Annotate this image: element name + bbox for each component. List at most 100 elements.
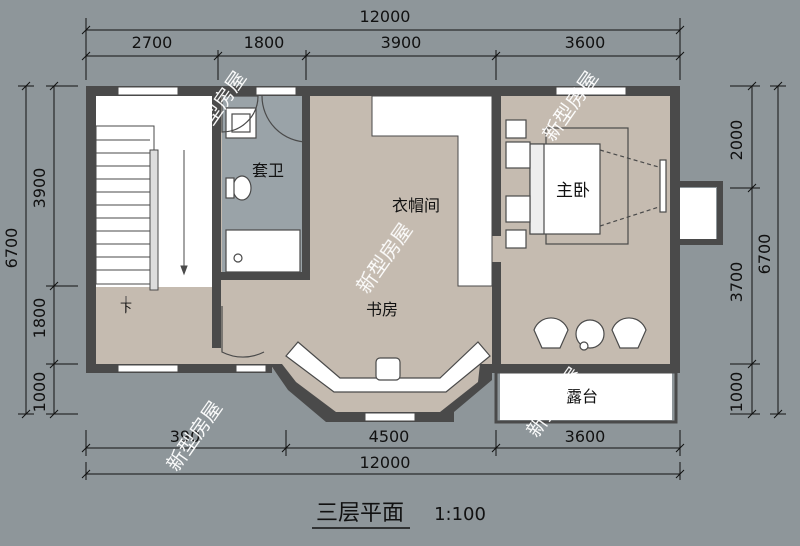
wall-bay-left [270,364,336,422]
wall-top [86,86,680,96]
window-bay [364,412,416,422]
dimension-lines [18,18,786,480]
toilet-icon [232,175,252,201]
stair-rail [149,149,159,291]
dim-left-seg-tick [49,281,59,291]
window-stair-bottom [117,364,179,373]
bedroom-furniture [505,119,667,351]
dim-left-seg-1: 3900 [30,168,49,209]
dim-top-tick [81,25,91,35]
shower-drain-icon [233,253,243,263]
dim-bottom-seg-2: 4500 [369,427,410,446]
dim-top-seg-tick [301,51,311,61]
window-study-left [235,364,267,373]
plan-scale: 1:100 [434,504,486,525]
dim-right-tick [773,409,783,419]
wall-stair-lower [212,296,221,348]
dim-bottom-seg-1: 390 [170,427,201,446]
dim-top-seg-tick [491,51,501,61]
dim-left-seg-tick [49,81,59,91]
plan-title-block: 三层平面 1:100 [312,501,486,529]
bed-headboard [529,143,545,235]
dim-right-seg-1: 2000 [727,120,746,161]
dim-bottom-seg-3: 3600 [565,427,606,446]
bedroom-lamp-bottom [505,229,527,249]
wall-bedroom-left [492,96,501,236]
dim-right-tick [773,81,783,91]
wall-bath-right [302,96,310,276]
dim-right-seg-tick [747,183,757,193]
dim-left-tick [21,409,31,419]
dim-left-tick [21,81,31,91]
nightstand-top [505,141,531,169]
dim-left-seg-3: 1000 [30,372,49,413]
dim-left-seg-tick [49,359,59,369]
armchair-left-icon [533,317,569,349]
dim-bottom-seg-tick [675,443,685,453]
shower-tray [225,229,301,273]
dim-right-total: 6700 [755,234,774,275]
label-terrace: 露台 [566,387,598,406]
dim-bottom-seg-tick [81,443,91,453]
tv-sightline-top [599,149,663,169]
dim-top-total: 12000 [360,7,411,26]
wall-bay-right [440,364,492,422]
windows [117,86,627,422]
dim-bottom-tick [675,469,685,479]
coffee-table-icon [575,319,605,349]
dim-top-seg-tick [81,51,91,61]
window-bedroom [555,86,627,96]
dim-top-seg-4: 3600 [565,33,606,52]
closet-cabinet [371,95,493,287]
toilet-tank [225,177,235,199]
window-stair [117,86,179,96]
dim-bottom-seg-tick [491,443,501,453]
table-lamp-icon [579,341,589,351]
wall-left [86,86,96,372]
wall-bottom-left [86,364,272,373]
dim-bottom-seg-tick [281,443,291,453]
tv-icon [659,159,667,213]
walls [86,86,723,424]
dim-bottom-total: 12000 [360,453,411,472]
dim-left-total: 6700 [2,228,21,269]
dim-bottom-tick [81,469,91,479]
study-door-swing [221,306,265,358]
dimension-texts: 12000 2700 1800 3900 3600 390 4500 3600 … [2,7,774,472]
dim-right-seg-3: 1000 [727,372,746,413]
wash-basin [225,107,257,139]
nightstand-bottom [505,195,531,223]
window-bath [255,86,297,96]
dim-left-seg-2: 1800 [30,298,49,339]
tv-sightline-bottom [599,205,663,227]
room-labels: 套卫 衣帽间 书房 主卧 露台 下 [120,161,598,406]
wash-basin-bowl [231,113,251,133]
wall-bottom-right [490,364,680,373]
desk-counter [285,341,491,393]
label-bathroom: 套卫 [252,161,284,180]
doors [221,95,309,358]
dim-right-seg-tick [747,359,757,369]
dim-left-seg-tick [49,409,59,419]
closet-door-arc [261,95,309,143]
terrace-outline [494,370,678,424]
dim-top-seg-2: 1800 [244,33,285,52]
wall-bedroom-left-2 [492,262,501,364]
label-stair-down: 下 [120,301,132,315]
balcony-box [676,188,716,240]
dim-top-seg-tick [675,51,685,61]
dim-top-seg-3: 3900 [381,33,422,52]
terrace-area [500,372,672,420]
label-closet: 衣帽间 [392,196,440,215]
study-desk [285,341,491,393]
armchair-right-icon [611,317,647,349]
desk-chair-icon [375,357,401,381]
plan-title: 三层平面 [316,501,404,526]
balcony-outline [671,181,723,245]
staircase [95,125,188,312]
wall-stair [212,96,221,296]
dim-right-seg-tick [747,409,757,419]
bedroom-lamp-top [505,119,527,139]
